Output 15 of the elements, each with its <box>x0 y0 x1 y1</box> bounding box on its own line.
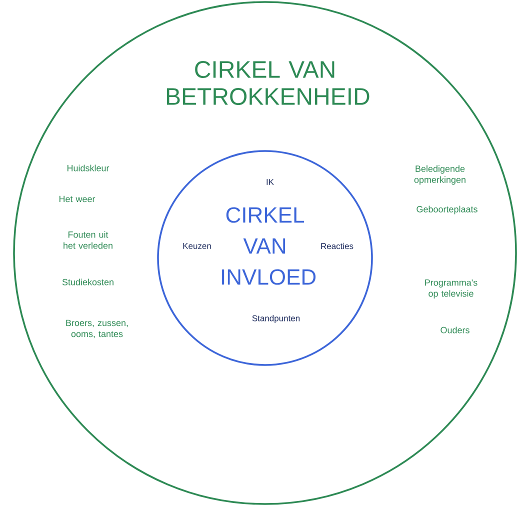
item-text: Beledigende opmerkingen <box>414 165 466 185</box>
item-text: Geboorteplaats <box>416 206 478 214</box>
item-text: Het weer <box>59 196 96 202</box>
circle-title: CIRKEL VAN BETROKKENHEID <box>166 61 370 105</box>
item-text: IK <box>266 179 274 185</box>
item-text: Keuzen <box>183 243 211 249</box>
item-text: Fouten uit het verleden <box>64 231 112 249</box>
item-text: Standpunten <box>252 315 300 323</box>
item-text: Programma's op televisie <box>425 279 478 299</box>
item-text: Huidskleur <box>67 164 110 172</box>
item-text: Ouders <box>440 326 470 334</box>
item-text: Reacties <box>321 242 354 250</box>
item-text: Studiekosten <box>62 278 114 286</box>
item-text: Broers, zussen, ooms, tantes <box>66 320 128 338</box>
circle-title: CIRKEL VAN INVLOED <box>222 207 316 285</box>
